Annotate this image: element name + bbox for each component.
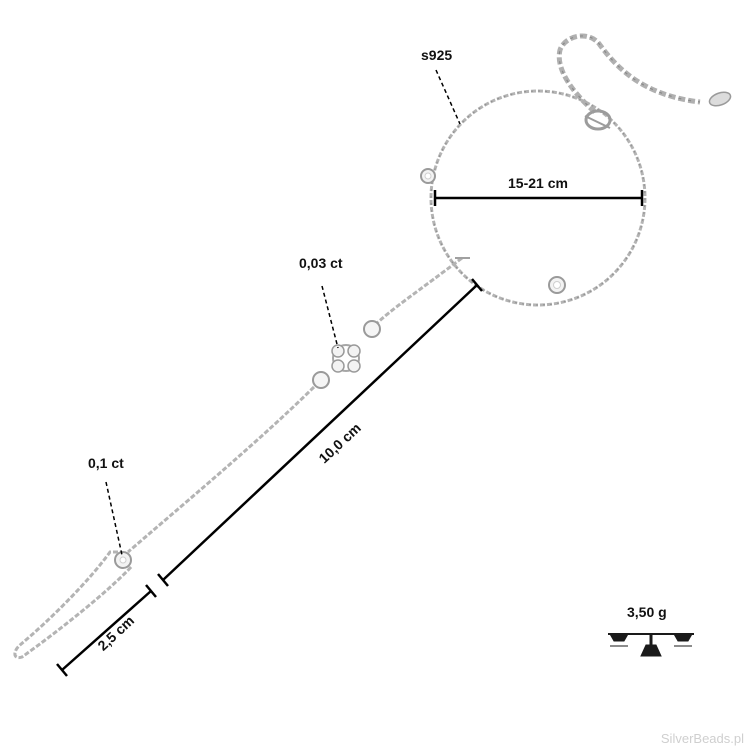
bracelet-stone <box>420 168 436 184</box>
center-stone-label: 0,03 ct <box>299 255 343 271</box>
watermark: SilverBeads.pl <box>660 731 744 746</box>
finger-stone <box>114 551 132 569</box>
hand-chain <box>127 385 316 554</box>
balance-scale-icon <box>608 633 694 657</box>
extension-chain <box>556 33 732 114</box>
clover-charm <box>312 320 381 389</box>
finger-ring-chain <box>13 550 134 660</box>
leader-lines <box>105 69 461 556</box>
lobster-clasp <box>584 109 612 131</box>
connector-chain <box>372 256 470 328</box>
material-label: s925 <box>421 47 453 63</box>
bracelet-size-label: 15-21 cm <box>508 175 568 191</box>
weight-label: 3,50 g <box>627 604 667 620</box>
bracelet-chain <box>429 89 647 307</box>
finger-stone-label: 0,1 ct <box>88 455 124 471</box>
bracelet-stone <box>548 276 566 294</box>
dimension-lines <box>56 190 644 677</box>
